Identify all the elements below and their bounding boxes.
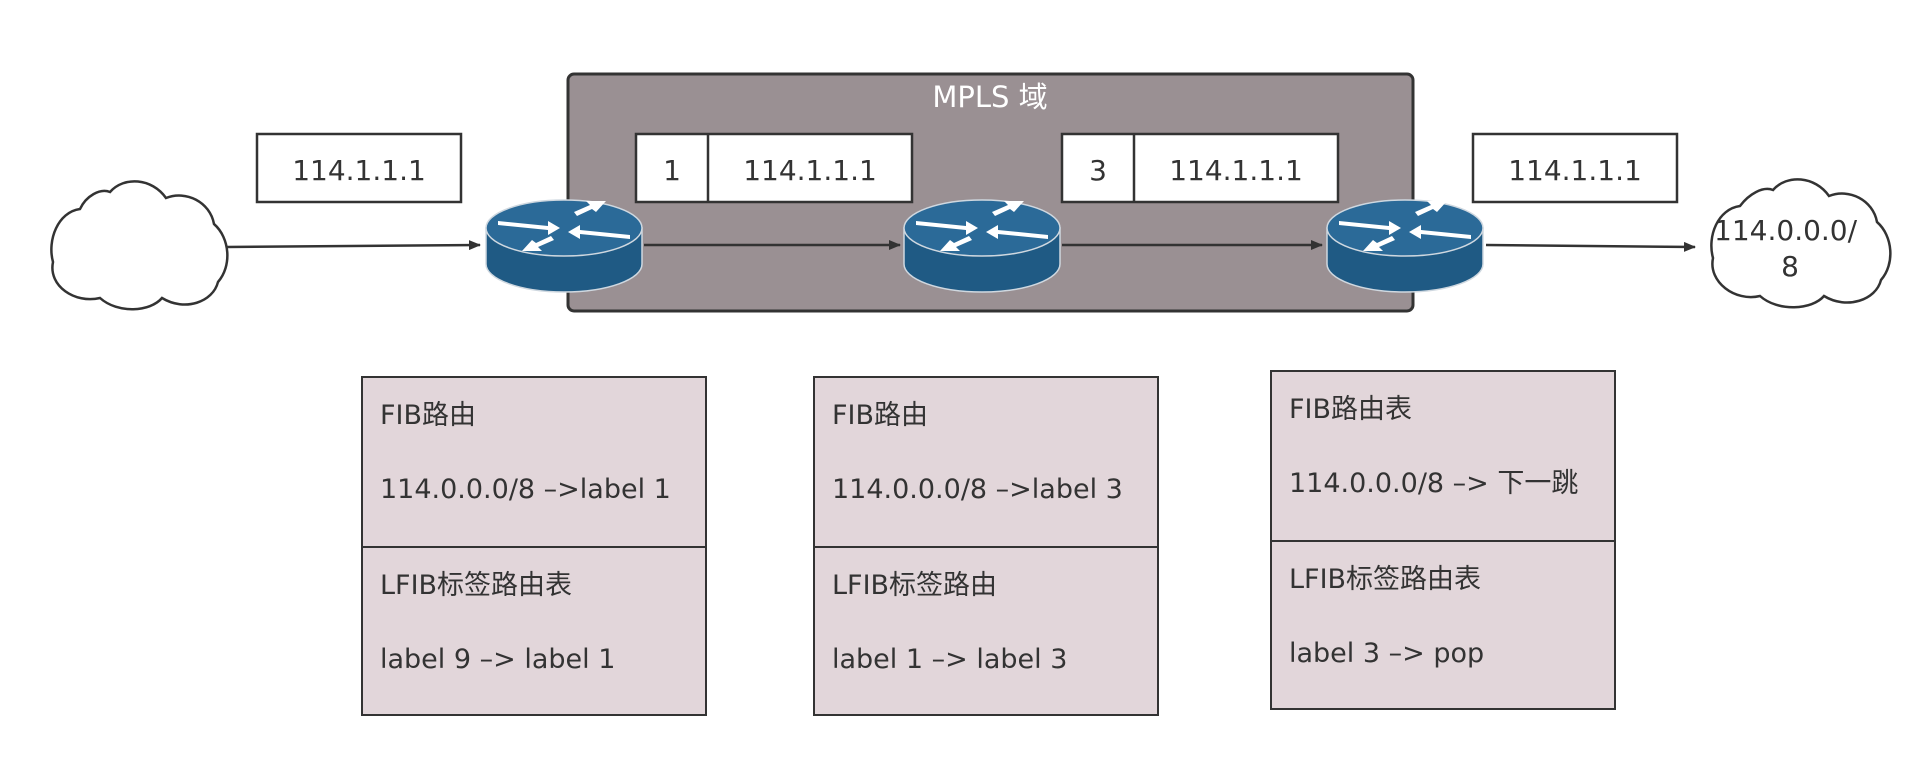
router-3-icon: [1326, 199, 1484, 293]
packet-label-3: 3 114.1.1.1: [1060, 132, 1340, 204]
fib-entry: 114.0.0.0/8 –> 下一跳: [1289, 468, 1579, 499]
packet-ip: 114.1.1.1: [1508, 154, 1642, 187]
arrow-router3-to-cloud: [1485, 241, 1696, 252]
lfib-title: LFIB标签路由表: [1289, 564, 1482, 595]
fib-section: FIB路由 114.0.0.0/8 –>label 1: [363, 378, 705, 546]
lfib-title: LFIB标签路由表: [380, 570, 573, 601]
fib-title: FIB路由表: [1289, 394, 1413, 425]
lfib-entry: label 3 –> pop: [1289, 638, 1485, 669]
packet-mpls-label: 3: [1089, 154, 1107, 187]
left-cloud: [50, 180, 229, 311]
fib-entry: 114.0.0.0/8 –>label 3: [832, 474, 1123, 505]
mpls-domain-label: MPLS 域: [932, 80, 1047, 114]
packet-ip: 114.1.1.1: [743, 154, 877, 187]
routing-table-router-3: FIB路由表 114.0.0.0/8 –> 下一跳 LFIB标签路由表 labe…: [1270, 370, 1616, 710]
right-cloud: [1710, 178, 1892, 309]
right-cloud-label: 114.0.0.0/ 8: [1714, 214, 1866, 283]
lfib-entry: label 9 –> label 1: [380, 644, 616, 675]
packet-ip: 114.1.1.1: [1169, 154, 1303, 187]
fib-entry: 114.0.0.0/8 –>label 1: [380, 474, 671, 505]
routing-table-router-1: FIB路由 114.0.0.0/8 –>label 1 LFIB标签路由表 la…: [361, 376, 707, 716]
packet-egress: 114.1.1.1: [1471, 132, 1679, 204]
lfib-title: LFIB标签路由: [832, 570, 998, 601]
routing-table-router-2: FIB路由 114.0.0.0/8 –>label 3 LFIB标签路由 lab…: [813, 376, 1159, 716]
fib-title: FIB路由: [380, 400, 477, 431]
packet-mpls-label: 1: [663, 154, 681, 187]
lfib-entry: label 1 –> label 3: [832, 644, 1068, 675]
packet-ingress: 114.1.1.1: [255, 132, 463, 204]
arrow-cloud-to-router1: [225, 240, 481, 251]
packet-ip: 114.1.1.1: [292, 154, 426, 187]
fib-section: FIB路由 114.0.0.0/8 –>label 3: [815, 378, 1157, 546]
router-2-icon: [903, 199, 1061, 293]
router-1-icon: [485, 199, 643, 293]
fib-title: FIB路由: [832, 400, 929, 431]
lfib-section: LFIB标签路由表 label 3 –> pop: [1272, 540, 1614, 708]
fib-section: FIB路由表 114.0.0.0/8 –> 下一跳: [1272, 372, 1614, 540]
lfib-section: LFIB标签路由 label 1 –> label 3: [815, 546, 1157, 714]
lfib-section: LFIB标签路由表 label 9 –> label 1: [363, 546, 705, 714]
packet-label-1: 1 114.1.1.1: [634, 132, 914, 204]
